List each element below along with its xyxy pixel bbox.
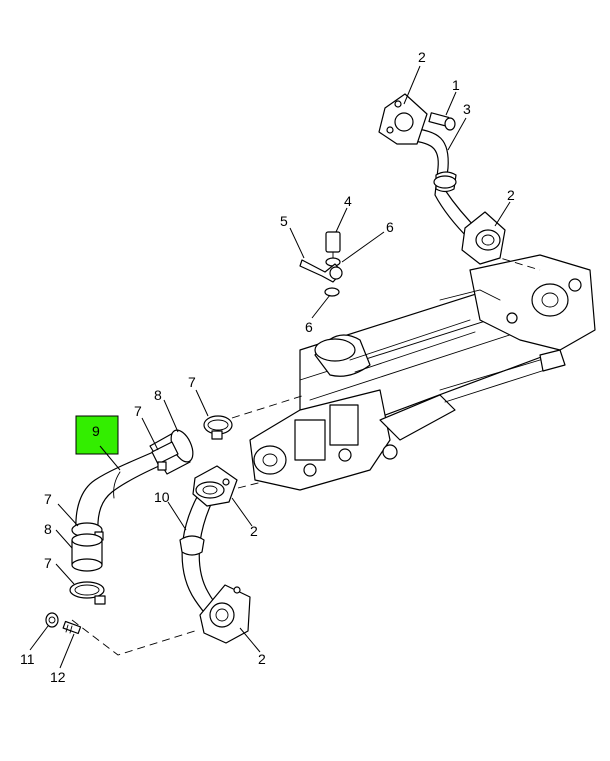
callout-11: 11 bbox=[20, 651, 35, 667]
callout-2: 2 bbox=[250, 523, 258, 539]
banjo-fitting-group bbox=[299, 231, 343, 297]
callout-1: 1 bbox=[452, 77, 460, 93]
hose-sleeve-lower bbox=[71, 533, 103, 572]
egr-cooler-assembly bbox=[249, 254, 596, 491]
bolt bbox=[428, 112, 456, 131]
stud bbox=[62, 620, 82, 635]
callout-4: 4 bbox=[344, 193, 352, 209]
callout-7: 7 bbox=[44, 555, 52, 571]
callout-6: 6 bbox=[305, 319, 313, 335]
highlight-box bbox=[75, 415, 119, 455]
callout-labels: 2 1 3 2 4 5 6 6 7 8 7 9 7 8 7 10 2 2 11 … bbox=[20, 49, 515, 685]
upper-flange-gasket bbox=[378, 93, 428, 145]
hose-clamp-lower-b bbox=[69, 581, 106, 605]
callout-2: 2 bbox=[258, 651, 266, 667]
callout-6: 6 bbox=[386, 219, 394, 235]
lower-egr-tube bbox=[179, 494, 236, 633]
callout-9: 9 bbox=[92, 423, 100, 439]
callout-8: 8 bbox=[44, 521, 52, 537]
callout-10: 10 bbox=[154, 489, 170, 505]
bottom-flange bbox=[199, 584, 251, 644]
callout-8: 8 bbox=[154, 387, 162, 403]
callout-5: 5 bbox=[280, 213, 288, 229]
hose-clamp-upper-inner bbox=[151, 441, 179, 471]
callout-7: 7 bbox=[188, 374, 196, 390]
lower-flange-gasket bbox=[461, 211, 506, 265]
leader-lines bbox=[29, 65, 511, 669]
callout-7: 7 bbox=[44, 491, 52, 507]
upper-egr-tube bbox=[404, 127, 481, 241]
callout-2: 2 bbox=[418, 49, 426, 65]
hose-clamp-upper-outer bbox=[203, 415, 233, 440]
callout-7: 7 bbox=[134, 403, 142, 419]
callout-12: 12 bbox=[50, 669, 66, 685]
alignment-lines bbox=[71, 254, 541, 656]
callout-2: 2 bbox=[507, 187, 515, 203]
callout-3: 3 bbox=[463, 101, 471, 117]
mid-flange bbox=[192, 465, 238, 507]
nut bbox=[45, 612, 59, 628]
